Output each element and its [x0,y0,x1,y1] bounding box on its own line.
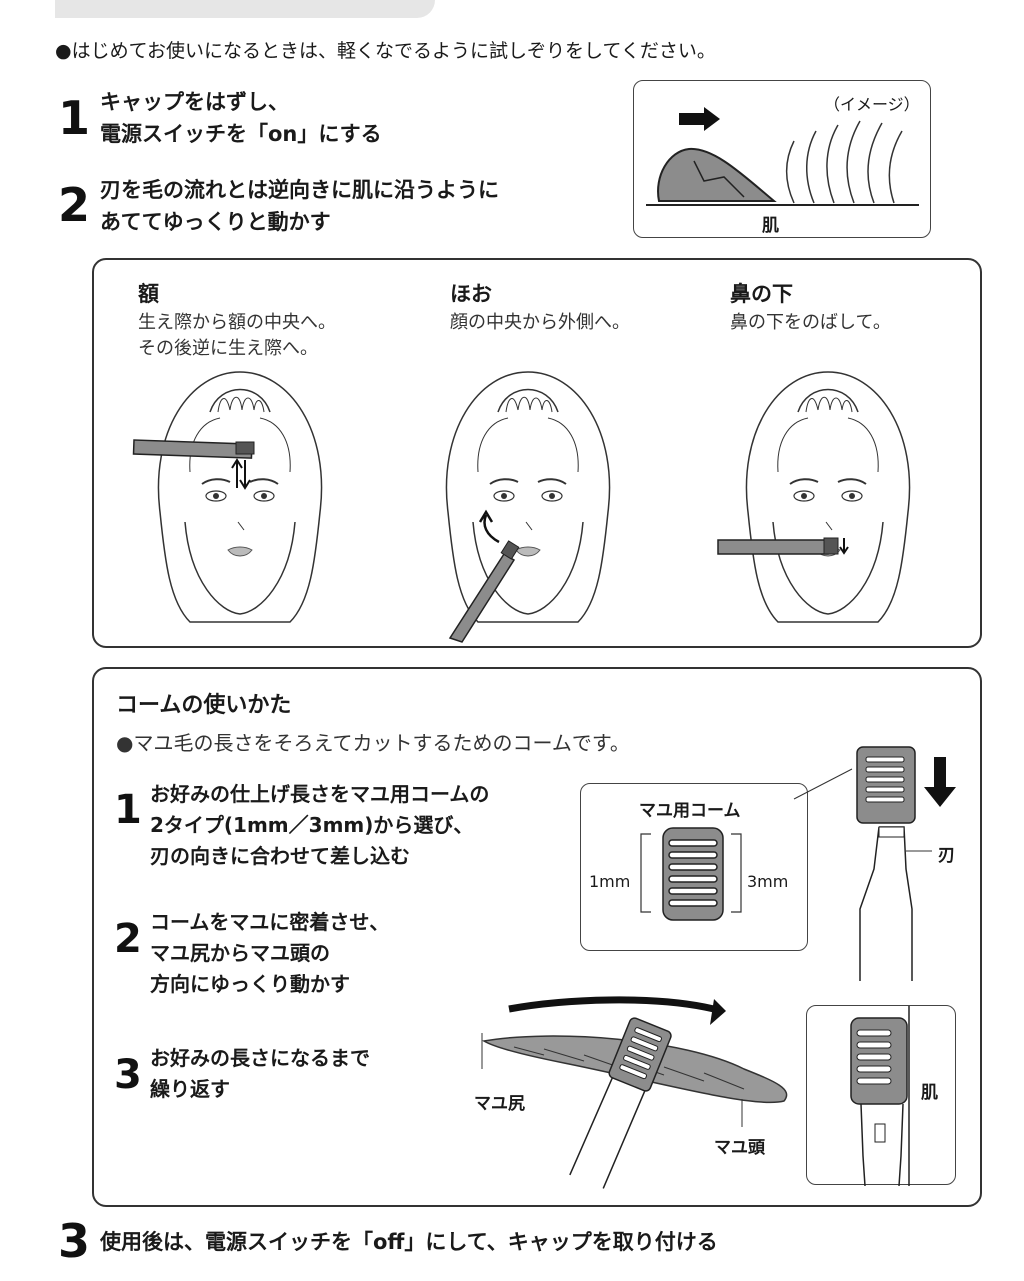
step-1-line1: キャップをはずし、 [100,90,289,114]
step-1-number: 1 [58,91,91,145]
comb-panel: コームの使いかた ●マユ毛の長さをそろえてカットするためのコームです。 1 お好… [92,667,982,1207]
trimmer-nose [717,537,849,555]
step-3-number: 3 [58,1214,91,1268]
face-1-title: 額 [138,282,159,306]
header-band [55,0,435,18]
skin-image-box: （イメージ） 肌 [633,80,931,238]
comb-title: コームの使いかた [116,693,292,718]
comb-step-2-line1: コームをマユに密着させ、 [150,910,390,934]
brow-tail-label: マユ尻 [474,1094,525,1114]
step-3-line1: 使用後は、電源スイッチを「off」にして、キャップを取り付ける [100,1230,718,1254]
comb-on-skin-illustration [850,1006,910,1187]
comb-insert-illustration [793,746,956,981]
comb-box-title: マユ用コーム [639,801,741,821]
comb-skin-box: 肌 [806,1005,956,1187]
trimmer-forehead [132,439,255,490]
face-2-title: ほお [450,282,492,306]
step-1-line2: 電源スイッチを「on」にする [100,122,382,146]
image-skin-label: 肌 [762,216,779,236]
comb-skin-label: 肌 [921,1083,938,1103]
comb-step-1-line1: お好みの仕上げ長さをマユ用コームの [150,782,490,806]
image-caption: （イメージ） [824,95,920,114]
brow-illustration [481,996,788,1189]
arrow-right-icon [679,107,720,131]
face-2-desc1: 顔の中央から外側へ。 [450,312,630,333]
face-3-title: 鼻の下 [730,282,793,306]
comb-1mm-label: 1mm [589,872,631,891]
trimmer-on-skin-illustration [646,107,919,206]
step-2-line1: 刃を毛の流れとは逆向きに肌に沿うように [100,178,499,202]
trimmer-cheek [448,509,520,643]
comb-step-3-line1: お好みの長さになるまで [150,1046,370,1070]
curved-arrow-right-icon [710,999,726,1025]
blade-label: 刃 [938,846,955,866]
face-3-desc1: 鼻の下をのばして。 [730,312,891,333]
intro-text: ●はじめてお使いになるときは、軽くなでるように試しぞりをしてください。 [55,40,716,62]
comb-step-3-line2: 繰り返す [150,1077,230,1101]
face-illustrations [132,371,911,643]
face-1-desc2: その後逆に生え際へ。 [138,338,318,359]
comb-bullet: ●マユ毛の長さをそろえてカットするためのコームです。 [116,731,630,755]
comb-step-2-line3: 方向にゆっくり動かす [150,972,350,996]
comb-step-2-number: 2 [114,916,142,962]
face-panel: 額 生え際から額の中央へ。 その後逆に生え際へ。 ほお 顔の中央から外側へ。 鼻… [92,258,982,648]
comb-type-illustration [640,827,742,921]
arrow-down-icon [924,757,956,807]
comb-step-2-line2: マユ尻からマユ頭の [150,941,330,965]
comb-step-1-number: 1 [114,787,142,833]
brow-head-label: マユ頭 [714,1138,765,1158]
comb-step-1-line2: 2タイプ(1mm／3mm)から選び、 [150,813,474,837]
step-2-line2: あててゆっくりと動かす [100,210,331,234]
comb-step-1-line3: 刃の向きに合わせて差し込む [150,844,410,868]
face-1-desc1: 生え際から額の中央へ。 [138,312,336,333]
step-2-number: 2 [58,178,91,232]
comb-step-3-number: 3 [114,1052,142,1098]
comb-3mm-label: 3mm [747,872,789,891]
comb-type-box: マユ用コーム 1mm 3mm [580,783,808,951]
